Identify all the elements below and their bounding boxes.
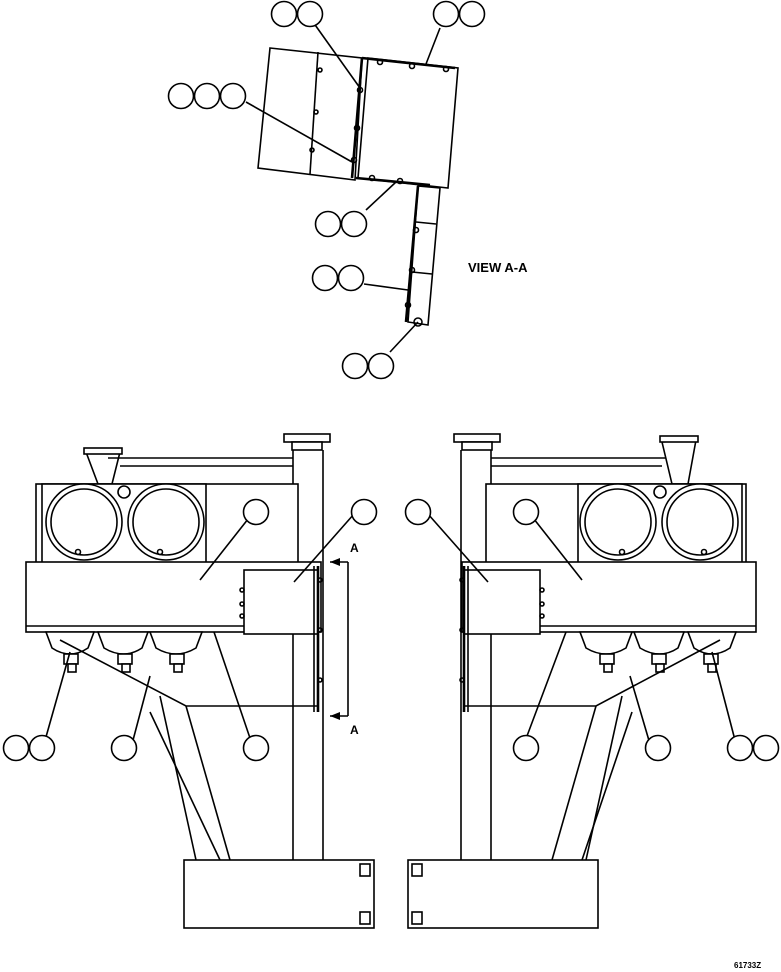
callout-bubble [341,352,369,380]
drawing-number: 61733Z [734,961,761,970]
section-marker-bottom: A [350,723,359,737]
callout-bubble [367,352,395,380]
callout-bubble [752,734,780,762]
callout-bubble [432,0,460,28]
section-marker-top: A [350,541,359,555]
callout-bubble [726,734,754,762]
left-light-assembly [2,433,378,929]
view-label: VIEW A-A [468,260,528,275]
callout-bubble [458,0,486,28]
callout-bubble [340,210,368,238]
callout-bubble [242,734,270,762]
callout-bubble [350,498,378,526]
callout-bubble [314,210,342,238]
callout-bubble [219,82,247,110]
callout-bubble [644,734,672,762]
callout-bubble [512,734,540,762]
callout-bubble [110,734,138,762]
callout-bubble [193,82,221,110]
callout-bubble [337,264,365,292]
callout-bubble [2,734,30,762]
view-a-a-detail [167,0,486,380]
callout-bubble [296,0,324,28]
callout-bubble [270,0,298,28]
callout-bubble [242,498,270,526]
right-light-assembly [404,433,780,929]
callout-bubble [311,264,339,292]
callout-bubble [167,82,195,110]
callout-bubble [404,498,432,526]
callout-bubble [28,734,56,762]
callout-bubble [512,498,540,526]
